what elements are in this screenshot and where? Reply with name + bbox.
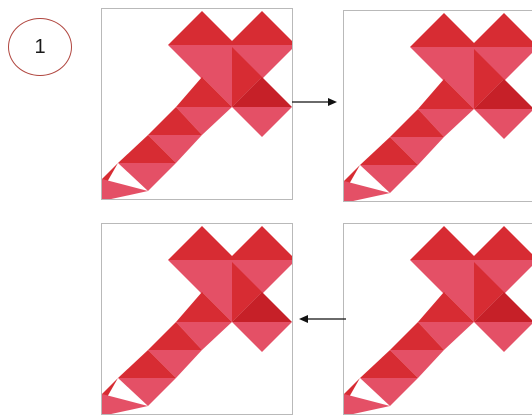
red-cross-shape	[344, 11, 532, 202]
triangle-segment	[470, 13, 532, 47]
triangle-segment	[168, 226, 236, 260]
step-number: 1	[34, 36, 45, 59]
triangle-segment	[410, 13, 478, 47]
triangle-segment	[228, 226, 293, 260]
triangle-segment	[232, 322, 292, 352]
arrow-right-icon	[292, 96, 338, 108]
triangle-segment	[168, 11, 236, 45]
panel-top-right	[343, 10, 532, 202]
red-cross-shape	[102, 224, 293, 415]
panel-top-left	[101, 8, 293, 200]
triangle-segment	[474, 322, 532, 352]
panel-bottom-right	[343, 223, 532, 415]
red-cross-shape	[102, 9, 293, 200]
triangle-segment	[470, 226, 532, 260]
triangle-segment	[228, 11, 293, 45]
step-number-badge: 1	[8, 18, 72, 76]
red-cross-shape	[344, 224, 532, 415]
triangle-segment	[232, 107, 292, 137]
arrow-left-icon	[298, 313, 346, 325]
triangle-segment	[474, 109, 532, 139]
panel-bottom-left	[101, 223, 293, 415]
triangle-segment	[410, 226, 478, 260]
